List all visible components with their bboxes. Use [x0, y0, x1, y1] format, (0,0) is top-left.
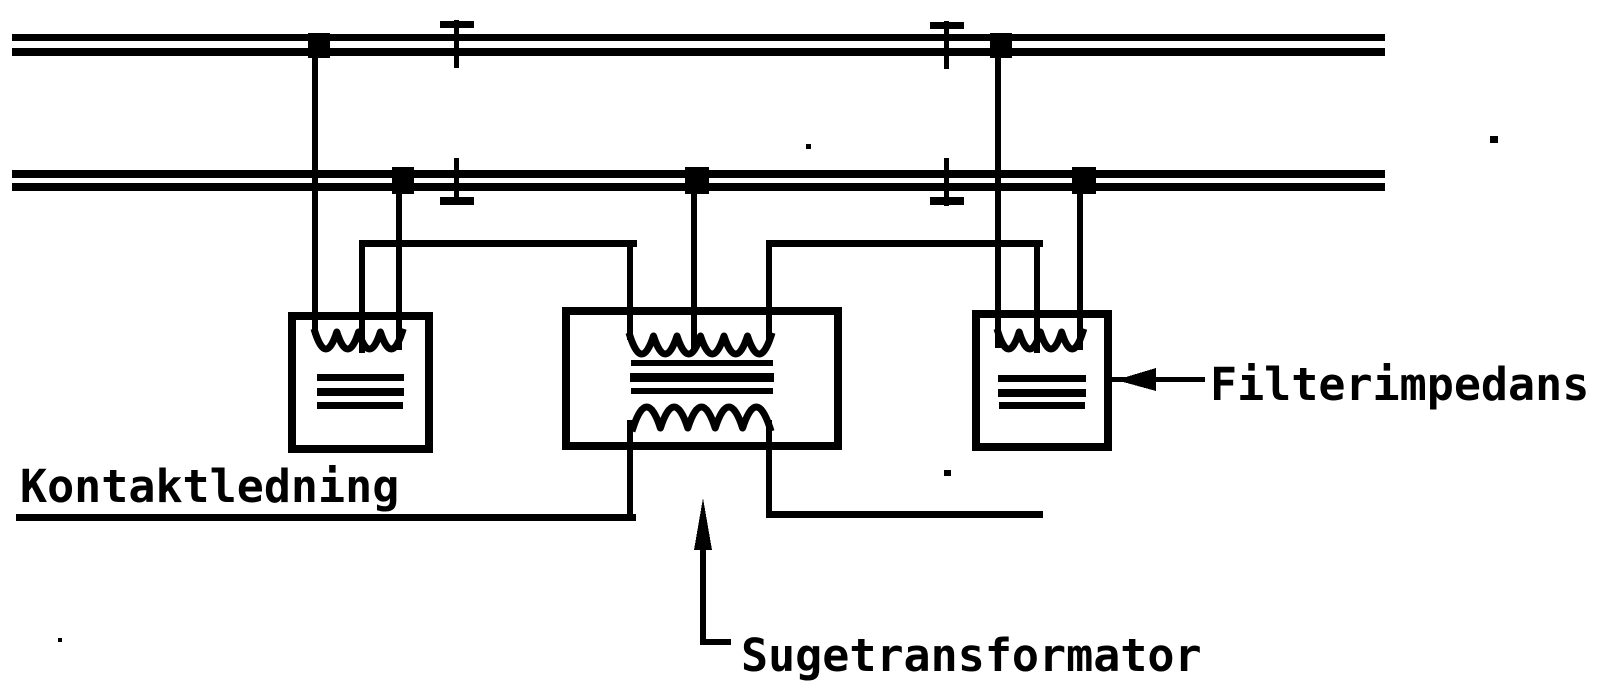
scan-specks	[58, 136, 1498, 642]
return-wire-left	[16, 514, 636, 521]
component-outline	[288, 312, 433, 453]
link-wire-right	[766, 240, 1043, 247]
winding-coil	[310, 327, 407, 353]
core-bars	[630, 360, 774, 394]
junction-dot	[685, 167, 709, 194]
booster-transformer-label: Sugetransformator	[741, 629, 1202, 682]
section-insulator	[440, 158, 474, 205]
catenary-wire-lower	[12, 48, 1385, 56]
catenary-wire-upper	[12, 34, 1385, 41]
speck	[944, 470, 951, 476]
core-bar	[317, 388, 404, 396]
booster-transformer-box	[562, 307, 842, 450]
insulator-tick	[454, 20, 459, 68]
core-bars	[998, 375, 1086, 409]
booster-transformer-callout: Sugetransformator	[694, 498, 1202, 682]
filter-impedance-callout: Filterimpedans	[1112, 358, 1589, 411]
filter-impedance-box-right	[972, 310, 1112, 451]
core-bar	[317, 374, 404, 381]
section-insulator	[440, 20, 474, 68]
junction-dot	[990, 33, 1012, 58]
section-insulator	[930, 21, 964, 69]
drop-wire	[1034, 243, 1040, 353]
insulator-tick	[944, 21, 949, 69]
component-outline	[562, 307, 842, 450]
secondary-winding-coil	[628, 403, 775, 433]
drop-wire	[766, 420, 772, 518]
connection-wires-vertical	[312, 55, 1083, 521]
drop-wire	[627, 243, 633, 340]
core-bar	[631, 388, 773, 394]
junction-dot	[308, 33, 330, 58]
core-bar	[998, 389, 1086, 397]
filter-impedance-box-left	[288, 312, 433, 453]
insulator-bar	[440, 21, 474, 28]
arrow-left-icon	[1116, 368, 1156, 391]
core-bar	[999, 402, 1085, 409]
catenary-line-pair	[12, 34, 1385, 56]
filter-impedance-label: Filterimpedans	[1210, 358, 1589, 411]
arrow-up-icon	[694, 498, 712, 550]
core-bar	[630, 373, 774, 382]
section-insulator	[930, 158, 964, 206]
insulator-tick	[944, 158, 949, 206]
core-bar	[998, 375, 1086, 382]
junction-dots	[308, 33, 1096, 194]
speck	[806, 144, 811, 149]
drop-wire	[691, 190, 697, 352]
drop-wire	[312, 55, 318, 335]
core-bar	[317, 402, 403, 409]
component-outline	[972, 310, 1112, 451]
winding-coil	[993, 327, 1088, 353]
connector-wires-horizontal	[16, 240, 1043, 521]
insulator-bar	[930, 197, 964, 205]
insulator-bar	[930, 22, 964, 29]
callout-line	[1112, 377, 1205, 382]
drop-wire	[995, 55, 1001, 348]
junction-dot	[392, 167, 414, 194]
callout-elbow	[700, 639, 731, 645]
primary-winding-coil	[625, 331, 776, 358]
insulator-tick	[454, 158, 459, 205]
core-bar	[631, 360, 773, 366]
return-wire-right	[766, 511, 1043, 518]
drop-wire	[396, 190, 402, 350]
insulator-bar	[440, 197, 474, 205]
drop-wire	[359, 243, 365, 353]
drop-wire	[627, 420, 633, 521]
link-wire-left	[359, 240, 637, 247]
speck	[1490, 136, 1498, 143]
drop-wire	[766, 243, 772, 340]
junction-dot	[1072, 167, 1096, 194]
drop-wire	[1077, 190, 1083, 350]
callout-shaft	[700, 540, 706, 645]
speck	[58, 638, 62, 642]
core-bars	[317, 374, 404, 409]
contact-line-label: Kontaktledning	[20, 460, 399, 513]
